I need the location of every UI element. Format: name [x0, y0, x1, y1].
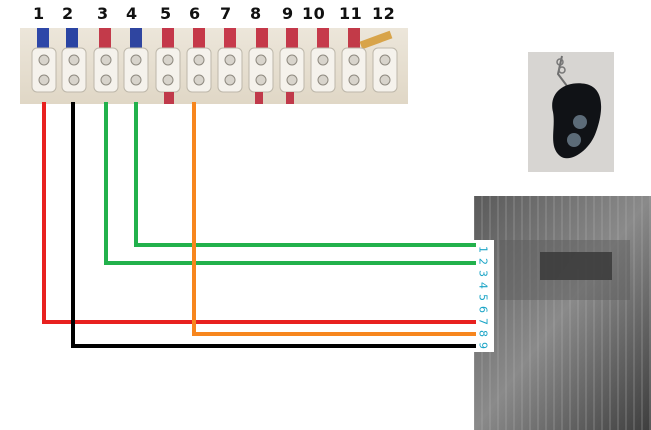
terminal-number-4: 4 — [126, 4, 138, 23]
terminal-numbers: 1 2 3 4 5 6 7 8 9 10 11 12 — [0, 0, 420, 30]
terminal-number-11: 11 — [339, 4, 363, 23]
wires — [42, 102, 476, 348]
terminal-number-12: 12 — [372, 4, 396, 23]
terminal-wires — [37, 28, 393, 50]
terminal-number-9: 9 — [282, 4, 294, 23]
terminal-number-7: 7 — [220, 4, 232, 23]
wire-green-terminal-3 — [104, 102, 476, 265]
terminal-screws — [38, 54, 391, 86]
terminal-number-5: 5 — [160, 4, 172, 23]
wire-orange — [192, 102, 476, 336]
terminal-number-1: 1 — [33, 4, 45, 23]
terminal-number-3: 3 — [97, 4, 109, 23]
terminal-block-icon — [20, 28, 408, 104]
receiver-pin-labels: 1 2 3 4 5 6 7 8 9 — [475, 244, 491, 354]
wire-green-terminal-4 — [134, 102, 476, 247]
wire-red — [42, 102, 476, 324]
remote-keyfob-icon — [528, 52, 614, 172]
receiver-box-icon — [474, 196, 651, 430]
terminal-number-2: 2 — [62, 4, 74, 23]
terminal-number-10: 10 — [302, 4, 326, 23]
terminal-number-8: 8 — [250, 4, 262, 23]
terminal-number-6: 6 — [189, 4, 201, 23]
terminal-bodies — [31, 47, 398, 93]
wire-black — [71, 102, 476, 348]
receiver-pin-9: 9 — [476, 342, 490, 349]
